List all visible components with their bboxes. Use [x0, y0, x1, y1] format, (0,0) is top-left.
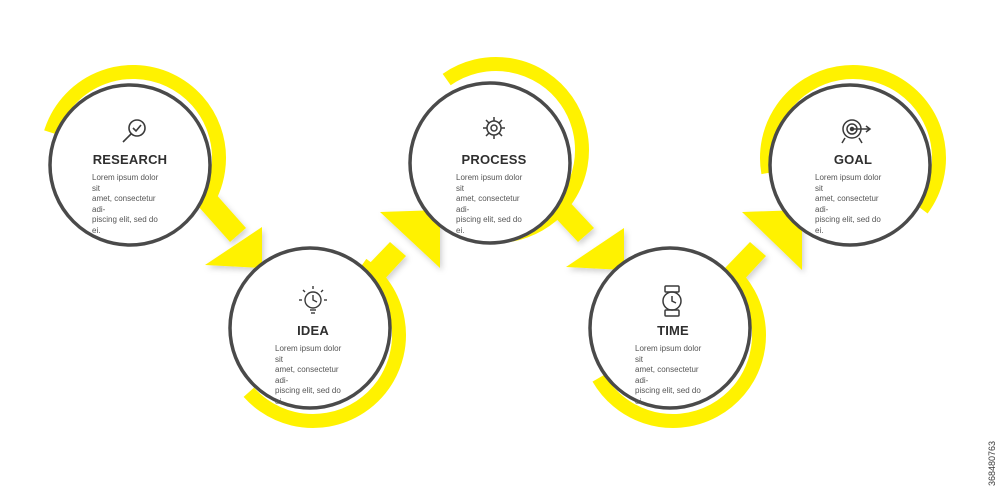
goal-accent-arc [760, 65, 947, 251]
research-title: RESEARCH [92, 152, 168, 167]
time-title: TIME [657, 323, 689, 338]
research-text: RESEARCH Lorem ipsum dolor sit amet, con… [45, 152, 215, 236]
goal-title: GOAL [833, 152, 873, 167]
step-time [580, 242, 766, 428]
step-idea [220, 242, 406, 428]
magnifier-check-icon [122, 119, 146, 143]
lightbulb-clock-icon [299, 286, 327, 314]
step-goal [760, 65, 947, 251]
research-description: Lorem ipsum dolor sit amet, consectetur … [92, 173, 159, 235]
goal-text: GOAL Lorem ipsum dolor sit amet, consect… [768, 152, 938, 236]
goal-description: Lorem ipsum dolor sit amet, consectetur … [815, 173, 882, 235]
research-circle [48, 83, 212, 247]
gear-icon [483, 117, 505, 139]
goal-circle [768, 83, 932, 247]
step-process [403, 57, 589, 245]
step-research [40, 65, 226, 251]
target-icon [841, 119, 872, 144]
process-text: PROCESS Lorem ipsum dolor sit amet, cons… [409, 152, 579, 236]
time-circle [588, 246, 752, 410]
research-accent-arc [40, 65, 226, 251]
process-description: Lorem ipsum dolor sit amet, consectetur … [456, 173, 523, 235]
time-description: Lorem ipsum dolor sit amet, consectetur … [635, 344, 702, 406]
process-title: PROCESS [461, 152, 527, 167]
idea-description: Lorem ipsum dolor sit amet, consectetur … [275, 344, 342, 406]
wristwatch-icon [662, 285, 682, 317]
idea-text: IDEA Lorem ipsum dolor sit amet, consect… [228, 323, 398, 407]
time-accent-arc [580, 242, 766, 428]
idea-title: IDEA [297, 323, 329, 338]
time-text: TIME Lorem ipsum dolor sit amet, consect… [588, 323, 758, 407]
idea-accent-arc [220, 242, 406, 428]
process-circle [408, 81, 572, 245]
idea-circle [228, 246, 392, 410]
stock-id-label: 368480763 [987, 440, 997, 486]
